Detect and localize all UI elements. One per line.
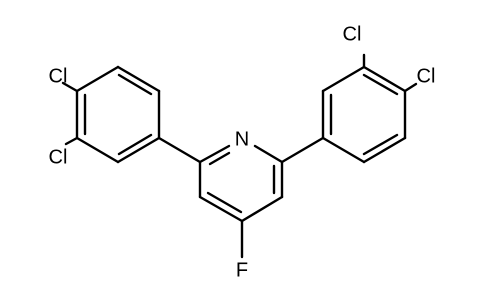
fluorine-label: F xyxy=(236,259,248,281)
left-dichlorophenyl-ring xyxy=(61,65,202,164)
double-bond-c3-c4 xyxy=(206,191,243,214)
bond-pyridine-right-ring xyxy=(280,136,325,164)
bond-left-ring-cl-top xyxy=(61,81,79,93)
chlorine-label-left-top: Cl xyxy=(49,65,68,87)
bond-n-c6 xyxy=(253,144,284,164)
chlorine-label-left-bottom: Cl xyxy=(49,146,68,168)
left-ring-bond-5 xyxy=(75,136,120,164)
right-ring-double-3 xyxy=(362,133,399,156)
bond-n-c2 xyxy=(198,144,231,164)
double-bond-c2-n xyxy=(208,151,231,166)
right-ring-bond-2 xyxy=(321,65,366,93)
left-ring-double-1 xyxy=(117,73,153,96)
left-ring-bond-3 xyxy=(75,65,120,93)
right-ring-bond-6 xyxy=(321,136,366,164)
bond-c4-c5 xyxy=(240,195,284,223)
bond-right-ring-cl-right xyxy=(403,82,418,93)
bond-c3-c4 xyxy=(198,195,244,223)
left-ring-double-3 xyxy=(117,133,153,156)
nitrogen-label: N xyxy=(235,128,249,150)
left-ring-bond-2 xyxy=(116,65,161,93)
right-ring-bond-5 xyxy=(362,136,407,164)
chlorine-label-right-top: Cl xyxy=(343,23,362,45)
right-dichlorophenyl-ring xyxy=(280,53,418,164)
bond-left-ring-cl-bottom xyxy=(64,136,79,146)
right-ring-bond-3 xyxy=(362,65,407,93)
right-ring-double-2 xyxy=(362,73,399,96)
bond-pyridine-left-ring xyxy=(157,136,202,164)
chlorine-label-right-right: Cl xyxy=(417,65,436,87)
left-ring-bond-6 xyxy=(116,136,161,164)
pyridine-ring xyxy=(198,144,284,259)
